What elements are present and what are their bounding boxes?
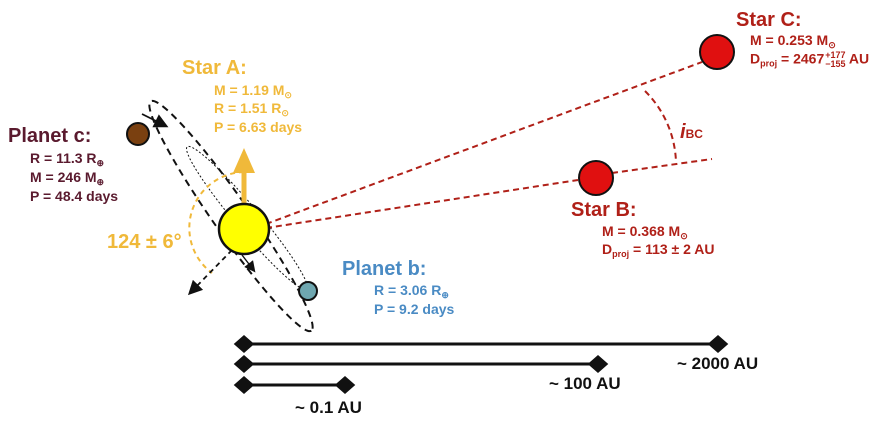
- star-b-mass: M = 0.368 M⊙: [602, 223, 688, 241]
- planet-b-period: P = 9.2 days: [374, 301, 455, 317]
- spin-orbit-angle-arc: [188, 171, 245, 274]
- scale-bar-2000au: [233, 335, 729, 353]
- star-c-mass: M = 0.253 M⊙: [750, 32, 836, 50]
- orbit-direction-arrow-top: [141, 113, 169, 128]
- scale-label-2000au: ~ 2000 AU: [677, 354, 759, 373]
- scale-bar-0-1au: [233, 376, 356, 394]
- star-b-dproj: Dproj = 113 ± 2 AU: [602, 241, 715, 259]
- inclination-label: iBC: [680, 121, 703, 143]
- spin-orbit-angle-label: 124 ± 6°: [107, 231, 182, 253]
- line-a-to-b: [265, 179, 579, 229]
- orbit-direction-arrow-bottom: [241, 254, 256, 273]
- scale-label-0-1au: ~ 0.1 AU: [295, 398, 362, 417]
- planet-c-mass: M = 246 M⊕: [30, 169, 105, 187]
- scale-bar-100au: [233, 355, 609, 373]
- star-a-mass: M = 1.19 M⊙: [214, 82, 292, 100]
- line-b-extension: [611, 158, 713, 174]
- planet-c: [126, 122, 150, 146]
- star-a-spin-arrowhead: [233, 148, 255, 173]
- star-c: [699, 34, 735, 70]
- star-a-period: P = 6.63 days: [214, 119, 303, 135]
- star-b-title: Star B:: [571, 199, 637, 221]
- line-a-to-c: [265, 61, 703, 225]
- planet-b-title: Planet b:: [342, 258, 427, 280]
- star-a-title: Star A:: [182, 57, 247, 79]
- star-c-title: Star C:: [736, 9, 802, 31]
- planet-c-title: Planet c:: [8, 125, 92, 147]
- planet-c-orbit: [148, 99, 314, 333]
- orbit-normal-arrow: [187, 249, 233, 296]
- planet-b: [298, 281, 318, 301]
- inclination-arc: [644, 90, 677, 163]
- scale-label-100au: ~ 100 AU: [549, 374, 621, 393]
- star-c-dproj: Dproj = 2467+177−155 AU: [750, 50, 870, 69]
- planet-c-radius: R = 11.3 R⊕: [30, 150, 105, 168]
- star-b: [578, 160, 614, 196]
- star-a-radius: R = 1.51 R⊙: [214, 100, 289, 118]
- star-a: [217, 202, 271, 256]
- planet-b-radius: R = 3.06 R⊕: [374, 282, 449, 300]
- planet-c-period: P = 48.4 days: [30, 188, 119, 204]
